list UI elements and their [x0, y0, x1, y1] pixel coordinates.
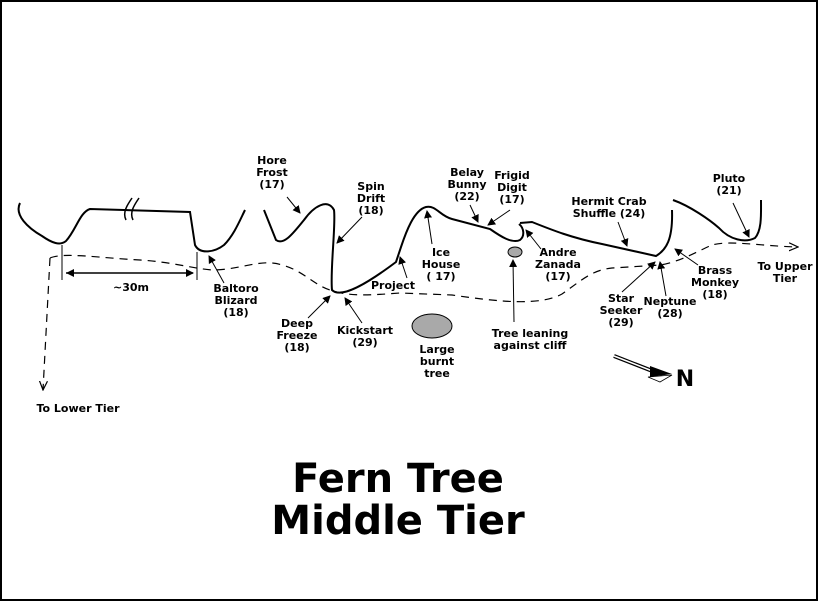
pointer-arrow	[732, 202, 750, 238]
pointer-arrow	[336, 216, 363, 244]
lower-tier-trail	[43, 257, 51, 390]
approach-trail	[49, 243, 798, 303]
pointer-arrow	[617, 221, 629, 247]
north-arrow-icon	[613, 354, 673, 383]
pointer-arrow	[487, 209, 511, 226]
pointer-arrow	[208, 255, 225, 284]
leaning-tree-marker	[507, 246, 523, 258]
route-pluto: Pluto(21)	[713, 172, 746, 197]
scale-bar-left-arrowhead	[66, 269, 74, 277]
pointer-arrow	[344, 297, 363, 324]
pointer-arrow	[286, 196, 301, 214]
pointer-arrow	[307, 295, 331, 319]
break-mark	[123, 197, 140, 221]
label-to-lower-tier: To Lower Tier	[36, 402, 120, 415]
cliff-line-pluto	[672, 199, 763, 242]
pointer-arrow	[525, 229, 542, 250]
route-kickstart: Kickstart(29)	[337, 324, 393, 349]
north-label: N	[676, 367, 694, 392]
route-neptune: Neptune(28)	[644, 295, 697, 320]
cliff-line-right	[519, 209, 674, 258]
route-project: Project	[371, 279, 415, 292]
title-line-2: Middle Tier	[271, 498, 525, 544]
cliff-line-middle	[263, 203, 525, 294]
pointer-arrow	[674, 248, 699, 266]
pointer-arrow	[621, 261, 656, 293]
cliff-line-left	[17, 202, 246, 253]
pointer-arrow	[424, 210, 433, 245]
pointer-arrow	[398, 256, 408, 279]
pointer-arrow	[469, 204, 479, 223]
pointer-arrow	[657, 261, 667, 297]
large-burnt-tree-marker	[411, 313, 453, 339]
title-line-1: Fern Tree	[292, 456, 504, 502]
scale-label: ~30m	[113, 281, 149, 294]
route-pointers	[208, 196, 750, 324]
pointer-arrow	[509, 259, 518, 323]
